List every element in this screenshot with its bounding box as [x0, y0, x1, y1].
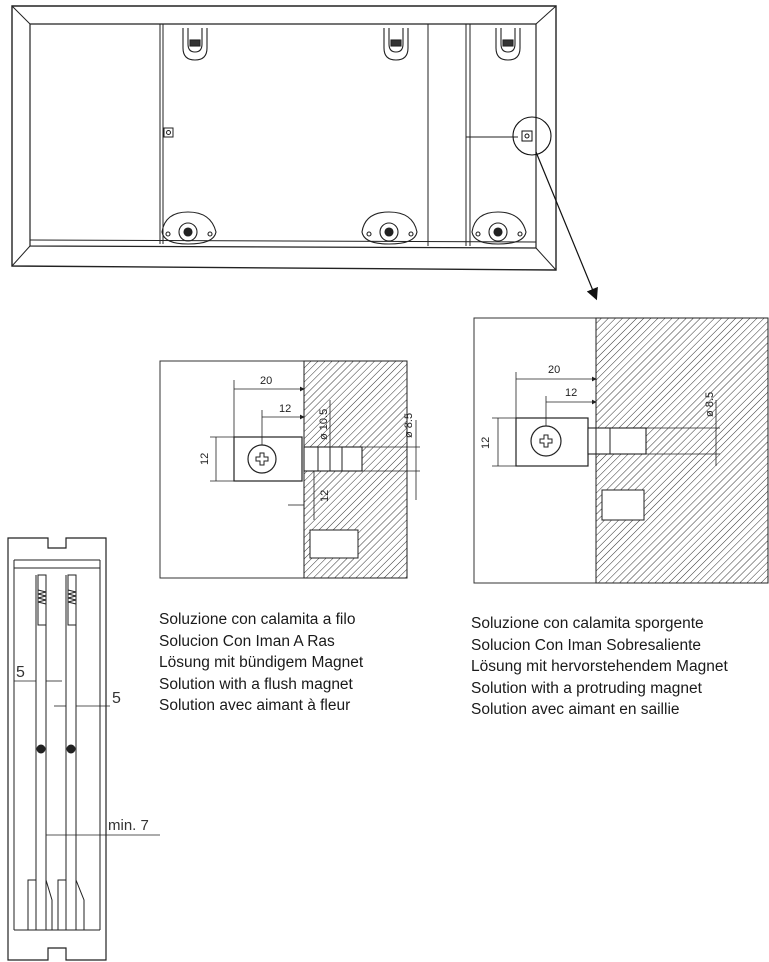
cabinet-front-view [11, 5, 557, 271]
caption-line-de: Lösung mit bündigem Magnet [159, 654, 364, 671]
caption-line-it: Soluzione con calamita sporgente [471, 615, 704, 632]
flush-dim-20: 20 [260, 375, 272, 387]
caption-line-de: Lösung mit hervorstehendem Magnet [471, 658, 728, 675]
protruding-magnet-detail: 20 12 12 ø 8.5 [473, 317, 769, 584]
caption-line-fr: Solution avec aimant à fleur [159, 697, 351, 714]
flush-dim-12-height: 12 [199, 453, 211, 465]
flush-dim-diameter-10-5: ø 10.5 [318, 409, 330, 440]
flush-dim-diameter-8-5: ø 8.5 [403, 413, 415, 438]
side-dim-gap-left: 5 [16, 664, 25, 681]
caption-line-it: Soluzione con calamita a filo [159, 611, 356, 628]
caption-line-en: Solution with a protruding magnet [471, 679, 702, 697]
side-dim-min: min. 7 [108, 817, 149, 834]
flush-magnet-caption: Soluzione con calamita a filo Solucion C… [159, 609, 363, 717]
detail-callout [512, 116, 598, 301]
roller-wheels [161, 211, 527, 245]
protruding-dim-12-width: 12 [565, 387, 577, 399]
caption-line-en: Solution with a flush magnet [159, 675, 353, 693]
protruding-dim-diameter-8-5: ø 8.5 [704, 392, 716, 417]
flush-magnet-detail: 20 12 12 ø 10.5 ø 8.5 12 [159, 360, 420, 579]
flush-dim-depth-12: 12 [319, 490, 331, 502]
side-dim-gap-right: 5 [112, 690, 121, 707]
protruding-magnet-caption: Soluzione con calamita sporgente Solucio… [471, 613, 728, 721]
protruding-dim-20: 20 [548, 364, 560, 376]
caption-line-es: Solucion Con Iman A Ras [159, 632, 335, 650]
caption-line-fr: Solution avec aimant en saillie [471, 701, 680, 718]
hanger-brackets [182, 28, 521, 61]
flush-dim-12-width: 12 [279, 403, 291, 415]
protruding-dim-12-height: 12 [480, 437, 492, 449]
caption-line-es: Solucion Con Iman Sobresaliente [471, 636, 702, 654]
side-section-view [7, 537, 160, 961]
